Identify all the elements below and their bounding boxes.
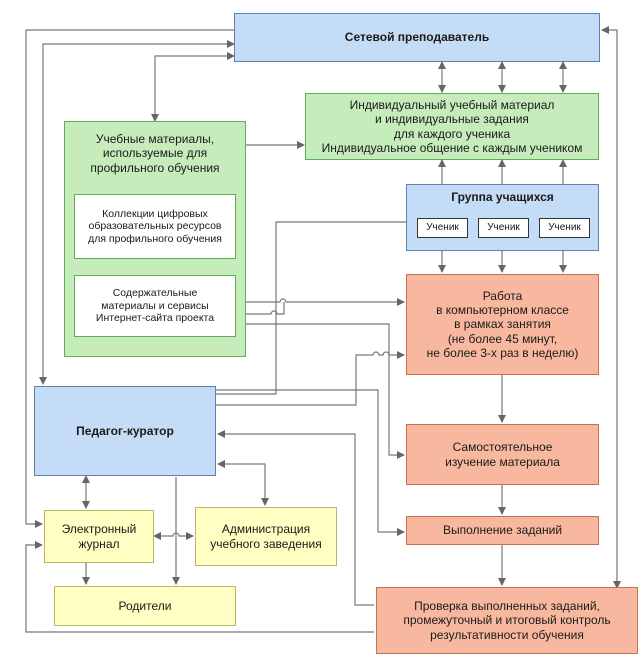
- materials-title: Учебные материалы, используемые для проф…: [90, 132, 220, 175]
- electronic-journal-box: Электронный журнал: [44, 510, 154, 563]
- edge-curator-admin: [217, 460, 269, 506]
- student-2: Ученик: [478, 218, 529, 238]
- edge-teacher-journal: [25, 29, 234, 528]
- individual-materials-box: Индивидуальный учебный материал и индиви…: [305, 93, 599, 160]
- self-study-box: Самостоятельное изучение материала: [406, 424, 599, 485]
- edge-content-self: [236, 323, 405, 459]
- edge-check-journal: [25, 541, 374, 633]
- parents-box: Родители: [54, 586, 236, 626]
- edge-journal-admin: [153, 532, 194, 540]
- edge-teacher-curator: [39, 40, 235, 385]
- student-group-box: Группа учащихся: [406, 184, 599, 251]
- computer-class-work-box: Работа в компьютерном классе в рамках за…: [406, 274, 599, 375]
- curator-box: Педагог-куратор: [34, 386, 216, 476]
- administration-box: Администрация учебного заведения: [195, 507, 337, 566]
- student-group-title: Группа учащихся: [451, 190, 554, 204]
- content-box: Содержательные материалы и сервисы Интер…: [74, 275, 236, 337]
- network-teacher-box: Сетевой преподаватель: [234, 13, 600, 62]
- edge-content-work-1: [236, 298, 405, 306]
- student-1: Ученик: [417, 218, 468, 238]
- check-control-box: Проверка выполненных заданий, промежуточ…: [376, 587, 638, 654]
- task-completion-box: Выполнение заданий: [406, 516, 599, 545]
- collections-box: Коллекции цифровых образовательных ресур…: [74, 194, 236, 259]
- edge-content-work-2: [236, 302, 285, 315]
- edge-teacher-check: [601, 26, 621, 589]
- edge-curator-group: [216, 218, 414, 395]
- edge-check-curator: [217, 430, 374, 606]
- edge-teacher-materials: [151, 52, 235, 122]
- edge-curator-tasks: [216, 389, 405, 536]
- student-3: Ученик: [539, 218, 590, 238]
- edge-curator-work: [216, 351, 405, 406]
